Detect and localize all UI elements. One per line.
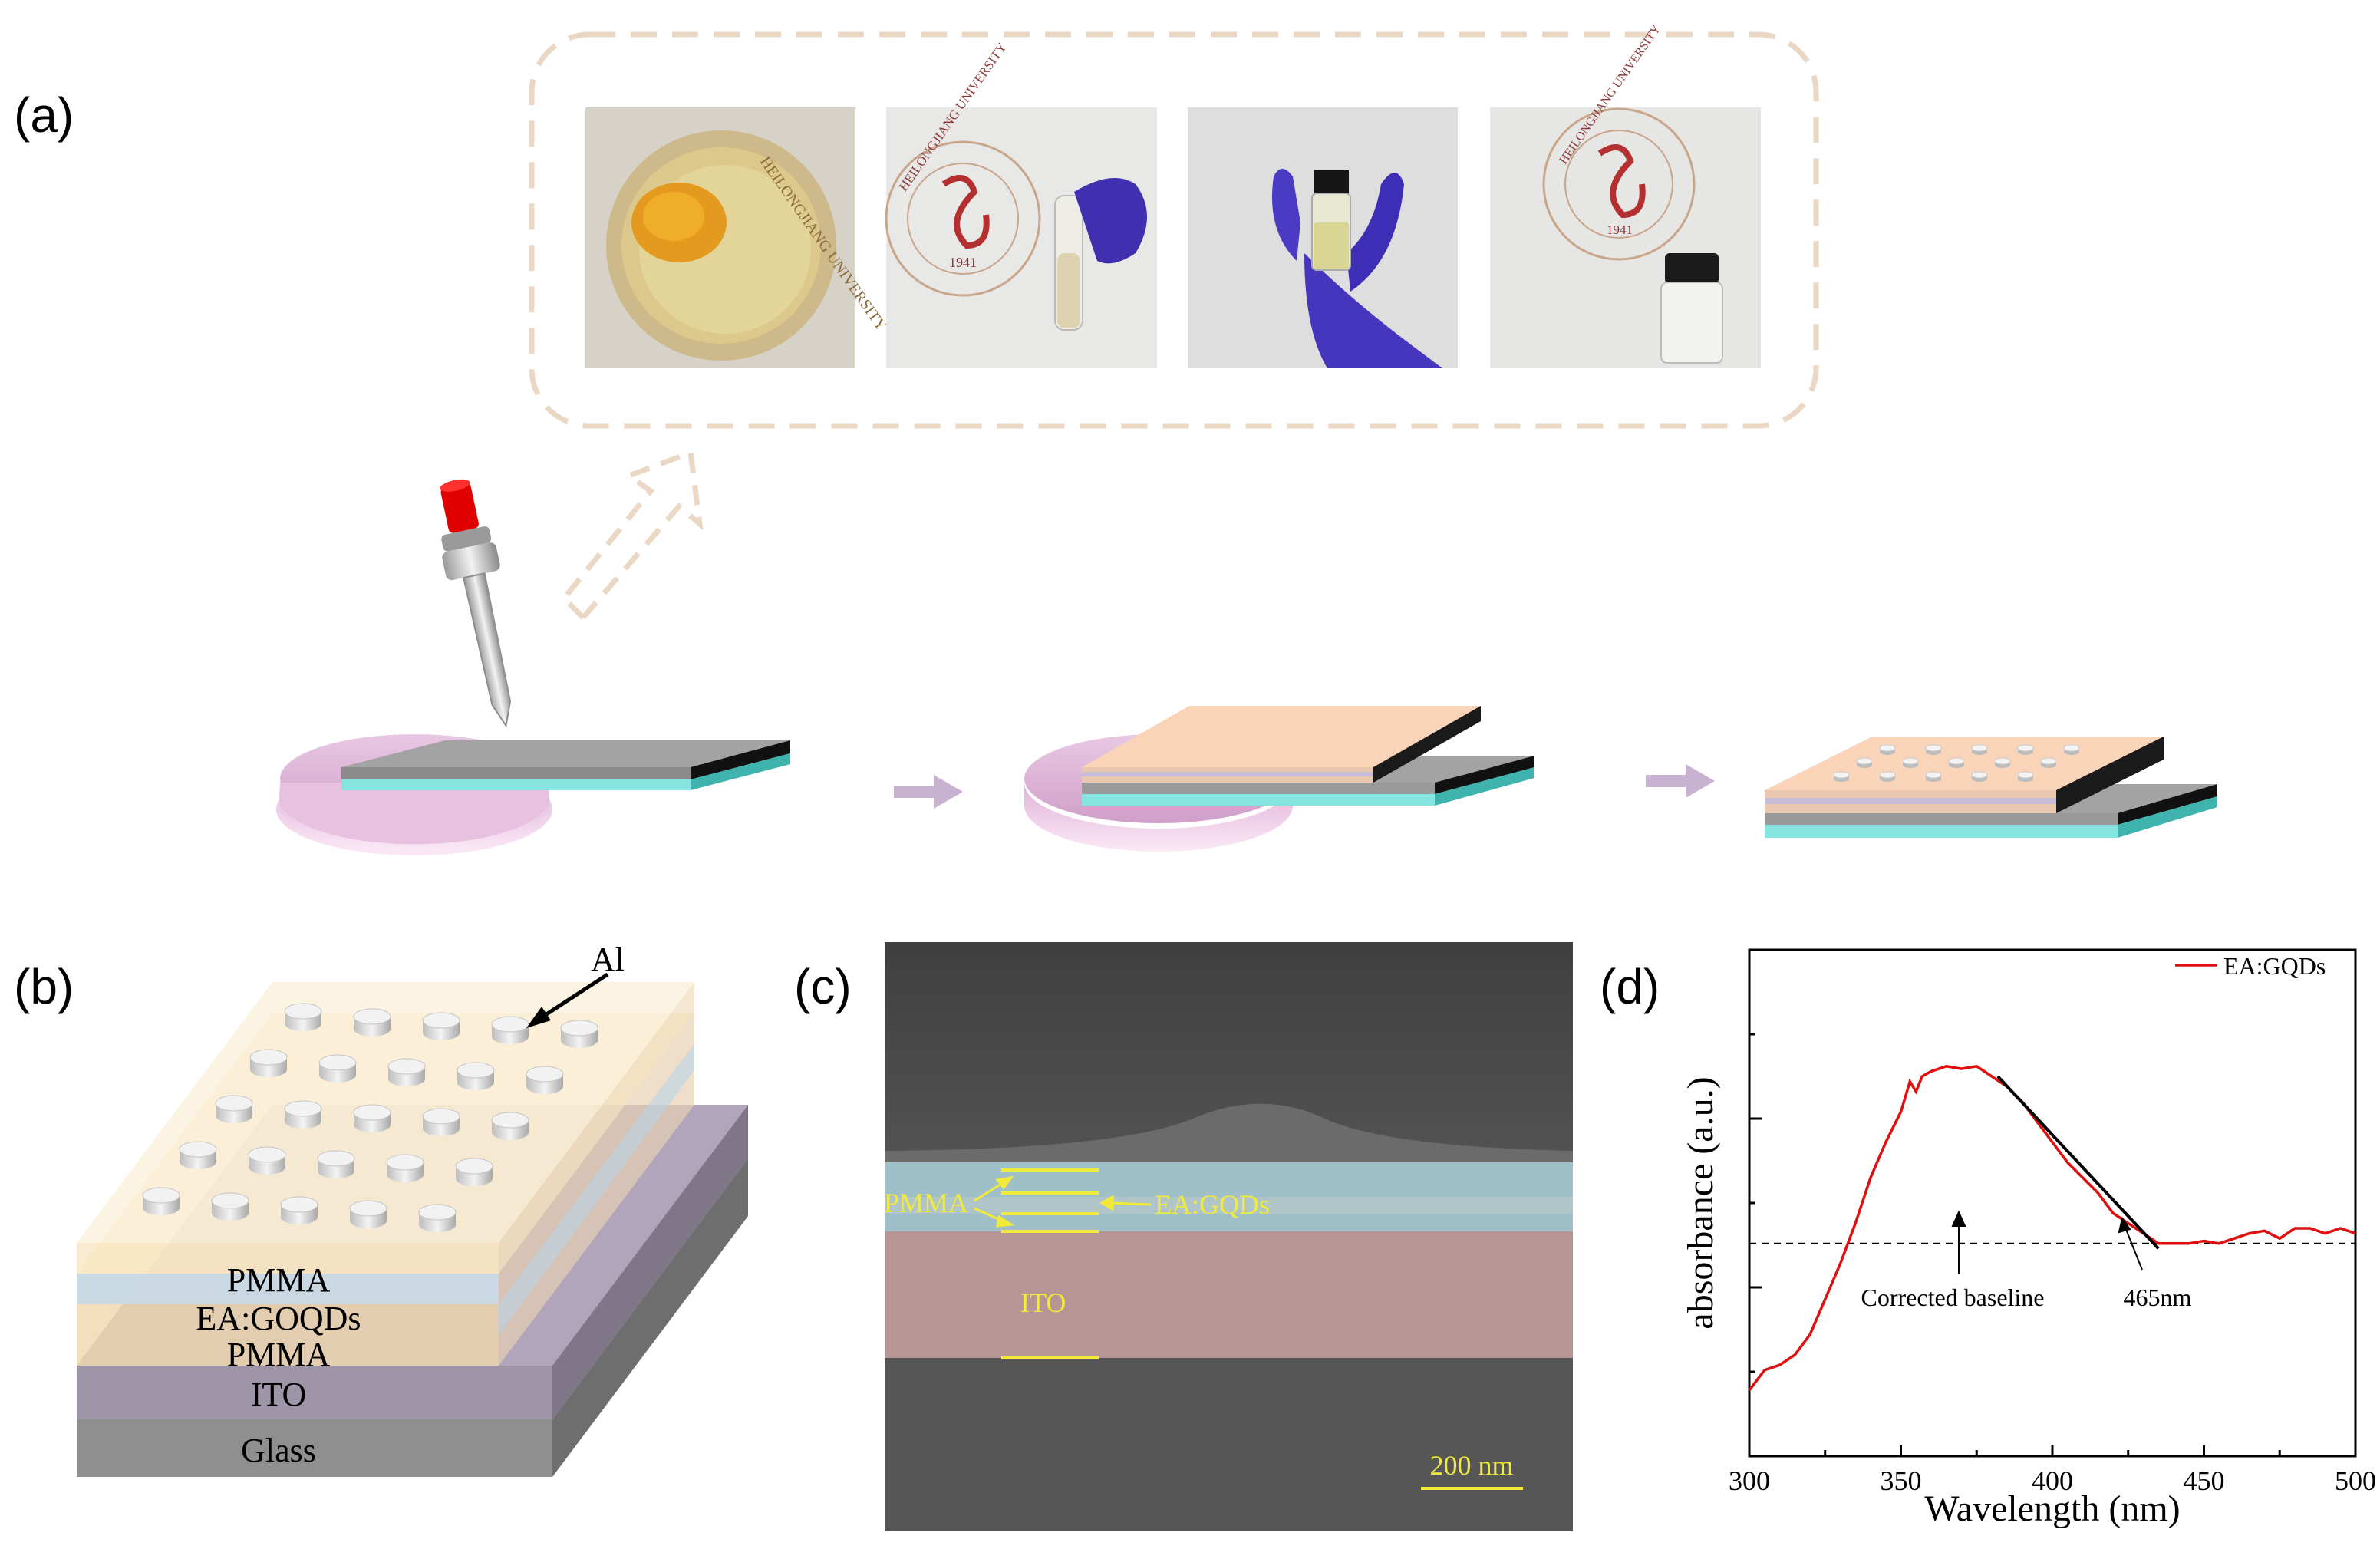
label-al: Al	[591, 941, 625, 978]
photo-vial-hand	[1188, 107, 1458, 368]
layer-label-pmma-top: PMMA	[227, 1261, 331, 1299]
series-line-ea-gqds	[1748, 1064, 2356, 1392]
sem-cross-section	[885, 942, 1573, 1531]
x-tick-label-400: 400	[2032, 1465, 2073, 1496]
panel-label-b: (b)	[14, 959, 74, 1014]
process-arrow-2	[1646, 764, 1715, 798]
layer-label-ito: ITO	[251, 1376, 307, 1413]
device-stack-3d	[77, 972, 748, 1477]
annotation-arrows	[1951, 1210, 2143, 1274]
substrate-2	[1082, 706, 1534, 806]
sem-scale-bar-label: 200 nm	[1429, 1450, 1513, 1481]
sem-label-ito: ITO	[1020, 1287, 1066, 1318]
absorbance-chart: 300 350 400 450 500	[1729, 948, 2376, 1496]
annotation-465nm: 465nm	[2124, 1284, 2192, 1311]
layer-label-glass: Glass	[241, 1432, 316, 1469]
photo-logo-vial: HEILONGJIANG UNIVERSITY 1941	[1490, 22, 1761, 368]
x-ticks	[1748, 1445, 2357, 1456]
x-tick-label-300: 300	[1729, 1465, 1770, 1496]
y-axis-label: absorbance (a.u.)	[1680, 1076, 1721, 1329]
x-tick-labels: 300 350 400 450 500	[1729, 1465, 2376, 1496]
photo-egg-dish: HEILONGJIANG UNIVERSITY	[585, 107, 890, 368]
layer-label-eagoqds: EA:GOQDs	[196, 1300, 361, 1337]
photo-callout-frame	[529, 31, 1819, 429]
legend-label: EA:GQDs	[2223, 952, 2326, 980]
device-3	[1765, 737, 2217, 838]
photo-centrifuge-tube: HEILONGJIANG UNIVERSITY 1941	[885, 40, 1157, 368]
x-axis-label: Wavelength (nm)	[1924, 1488, 2180, 1529]
layer-label-pmma-bottom: PMMA	[227, 1336, 331, 1373]
process-arrow-1	[894, 775, 963, 809]
panel-label-c: (c)	[794, 959, 852, 1014]
sem-label-eagqds: EA:GQDs	[1155, 1189, 1270, 1220]
sem-label-pmma: PMMA	[884, 1188, 968, 1218]
x-tick-label-450: 450	[2184, 1465, 2225, 1496]
dropper-pipette	[440, 479, 512, 728]
photo-2-year: 1941	[949, 255, 977, 270]
x-tick-label-500: 500	[2335, 1465, 2376, 1496]
annotation-corrected-baseline: Corrected baseline	[1861, 1284, 2045, 1311]
plot-frame	[1748, 948, 2357, 1458]
y-ticks	[1749, 1033, 1762, 1373]
panel-label-a: (a)	[14, 87, 74, 143]
panel-label-d: (d)	[1600, 959, 1660, 1014]
tangent-line	[1996, 1075, 2160, 1250]
x-tick-label-350: 350	[1881, 1465, 1922, 1496]
photo-4-year: 1941	[1607, 222, 1633, 237]
callout-arrow	[560, 449, 704, 620]
substrate-1	[341, 740, 790, 790]
layer-labels: PMMA EA:GOQDs PMMA ITO Glass	[196, 1261, 361, 1469]
